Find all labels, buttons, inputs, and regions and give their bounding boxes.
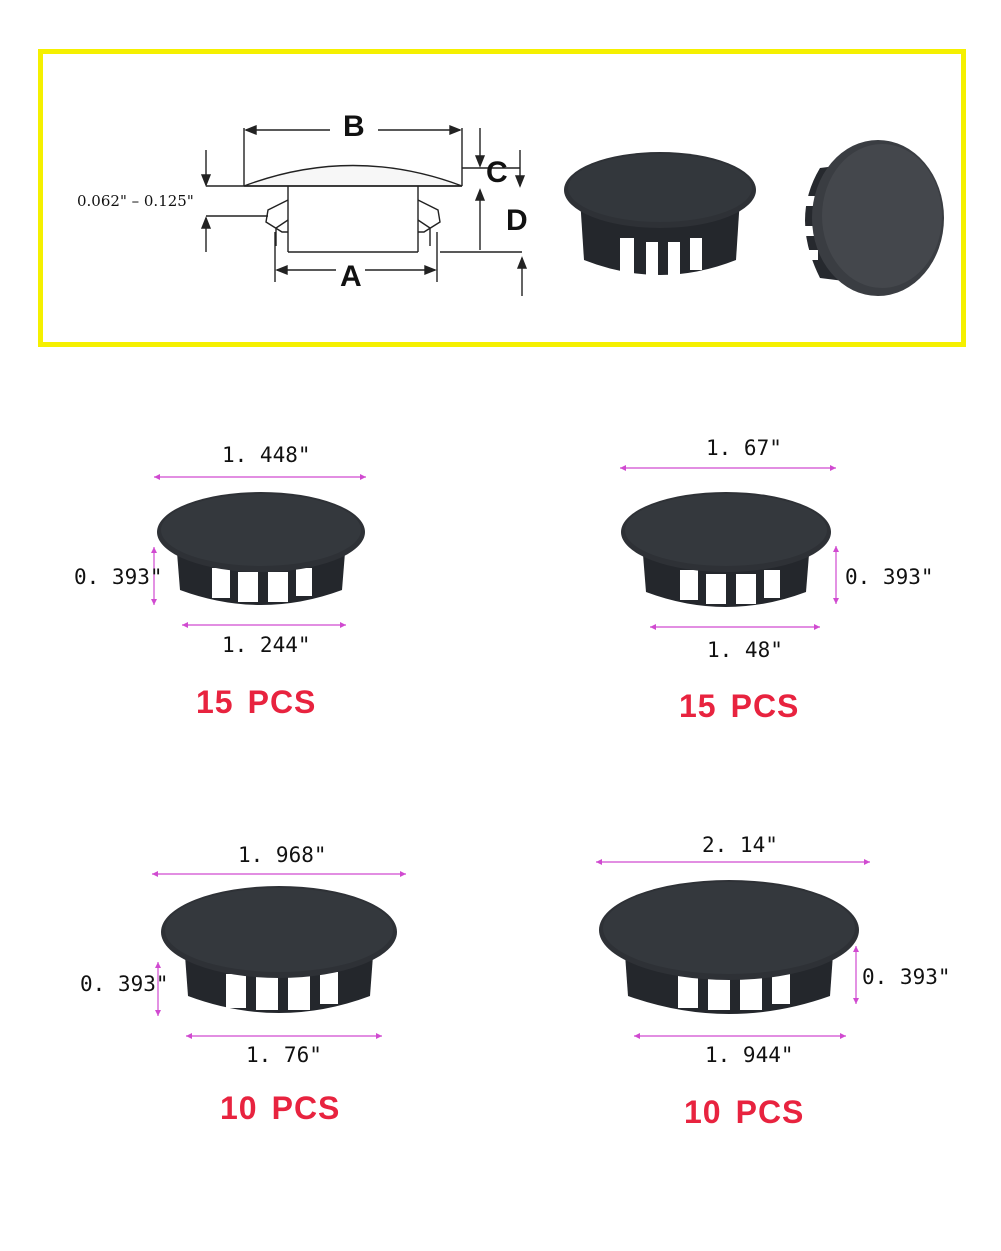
dimension-label-d: D — [506, 204, 528, 237]
dimension-label-c: C — [486, 156, 508, 189]
product-1-bottom-width: 1. 244" — [222, 633, 311, 657]
product-1-plug-image — [157, 492, 365, 605]
product-2-top-width: 1. 67" — [706, 436, 782, 460]
product-1-top-width: 1. 448" — [222, 443, 311, 467]
product-4-height: 0. 393" — [862, 965, 951, 989]
panel-thickness-range: 0.062" – 0.125" — [77, 192, 194, 210]
product-2-bottom-width: 1. 48" — [707, 638, 783, 662]
plug-angle-image — [564, 152, 756, 276]
product-2-plug-image — [621, 492, 831, 607]
product-4-plug-image — [599, 880, 859, 1014]
product-3-bottom-width: 1. 76" — [246, 1043, 322, 1067]
product-1-height: 0. 393" — [74, 565, 163, 589]
product-4-top-width: 2. 14" — [702, 833, 778, 857]
product-4-bottom-width: 1. 944" — [705, 1043, 794, 1067]
product-3-plug-image — [161, 886, 397, 1013]
dimension-label-a: A — [340, 260, 362, 293]
diagram-frame — [38, 49, 966, 347]
cross-section-drawing — [200, 124, 528, 296]
product-3-height: 0. 393" — [80, 972, 169, 996]
dimension-label-b: B — [343, 110, 365, 143]
plug-side-image — [798, 140, 944, 296]
product-3-top-width: 1. 968" — [238, 843, 327, 867]
product-2-height: 0. 393" — [845, 565, 934, 589]
